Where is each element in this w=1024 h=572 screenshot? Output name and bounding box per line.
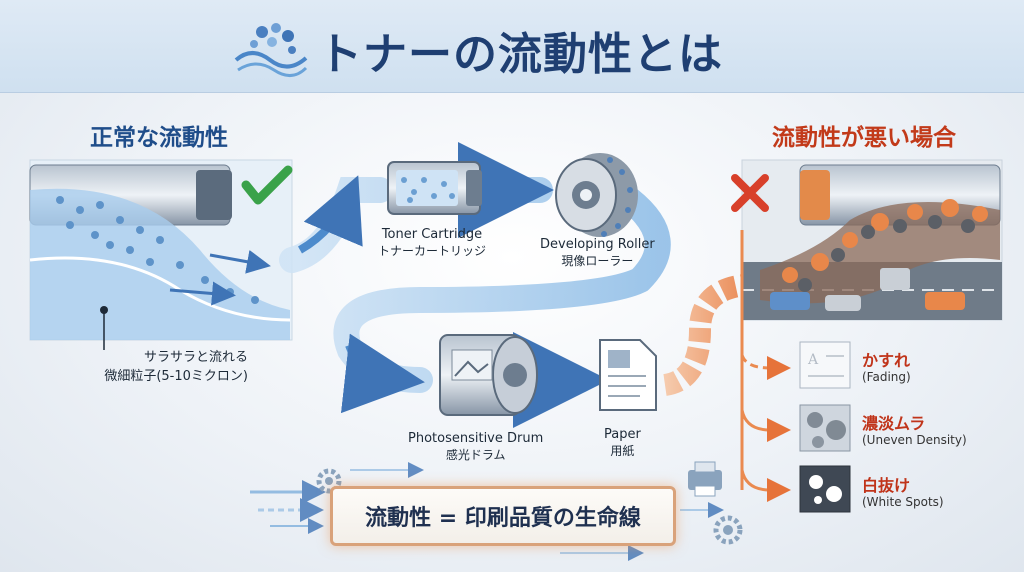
step-label-developing-roller: Developing Roller 現像ローラー: [540, 237, 655, 268]
gear-icon: [713, 515, 743, 545]
issue-white-spots-label: 白抜け: [862, 476, 911, 495]
check-icon: [241, 165, 293, 205]
issue-white-spots-sublabel: (White Spots): [862, 495, 944, 509]
developing-roller-icon: [555, 153, 638, 237]
bottom-flow-decoration: [250, 462, 724, 561]
white-spots-sample-icon: [799, 465, 851, 513]
issue-fading-sublabel: (Fading): [862, 370, 911, 384]
paper-icon: [599, 339, 657, 411]
toner-particles-icon: [234, 23, 308, 77]
photosensitive-drum-icon: [439, 334, 538, 416]
clogged-flow-illustration: [741, 159, 1003, 321]
problem-flow-path: [662, 274, 747, 396]
cross-icon: [731, 174, 769, 212]
printer-icon: [688, 461, 722, 497]
good-flow-heading: 正常な流動性: [90, 125, 228, 151]
issue-uneven-density-label: 濃淡ムラ: [862, 414, 926, 433]
slogan-banner: 流動性 = 印刷品質の生命線: [330, 486, 676, 546]
issue-fading-label: かすれ: [862, 351, 911, 370]
title-banner: [0, 0, 1024, 93]
bad-flow-heading: 流動性が悪い場合: [772, 125, 956, 151]
gear-icon: [316, 468, 342, 494]
issue-uneven-density-sublabel: (Uneven Density): [862, 433, 967, 447]
good-flow-note: サラサラと流れる 微細粒子(5-10ミクロン): [104, 350, 248, 384]
step-label-paper: Paper 用紙: [604, 427, 641, 458]
toner-cartridge-icon: [387, 161, 482, 215]
fading-sample-icon: A: [799, 341, 851, 389]
svg-text:A: A: [807, 352, 819, 368]
step-label-toner-cartridge: Toner Cartridge トナーカートリッジ: [378, 227, 487, 258]
step-label-photosensitive-drum: Photosensitive Drum 感光ドラム: [408, 431, 544, 462]
uneven-density-sample-icon: [799, 404, 851, 452]
page-title: トナーの流動性とは: [318, 29, 723, 80]
